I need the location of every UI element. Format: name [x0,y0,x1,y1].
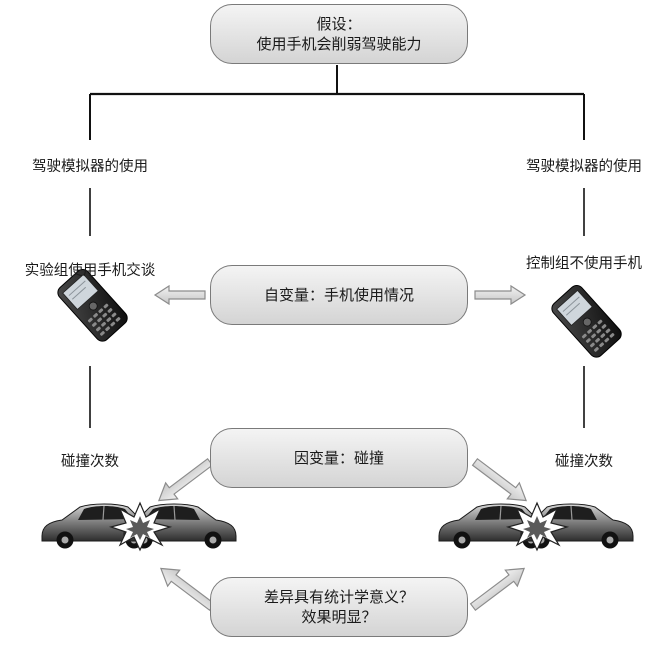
experimental-group-label: 实验组使用手机交谈 [24,263,156,279]
question-line-1: 差异具有统计学意义？ [263,588,414,606]
left-crash-count-label: 碰撞次数 [61,454,119,470]
significance-question-box: 差异具有统计学意义？ 效果明显？ [210,577,468,637]
independent-variable-text: 自变量：手机使用情况 [263,286,414,304]
arrow-right-to-control-group [474,285,526,305]
control-group-label: 控制组不使用手机 [526,256,642,272]
arrow-dv-to-left-crash [152,453,217,510]
hypothesis-title: 假设： [316,15,362,33]
arrow-dv-to-right-crash [468,453,533,510]
arrow-question-to-right-crash [466,559,531,616]
hypothesis-box: 假设： 使用手机会削弱驾驶能力 [210,4,468,64]
independent-variable-box: 自变量：手机使用情况 [210,265,468,325]
right-simulator-label: 驾驶模拟器的使用 [526,159,642,175]
car-crash-icon [439,503,633,550]
dependent-variable-text: 因变量：碰撞 [293,449,384,467]
right-crash-count-label: 碰撞次数 [555,454,613,470]
arrow-question-to-left-crash [154,559,219,616]
arrow-left-to-experimental-group [154,285,206,305]
left-simulator-label: 驾驶模拟器的使用 [32,159,148,175]
question-line-2: 效果明显？ [301,608,377,626]
mobile-phone-icon [548,282,625,361]
car-crash-icon [42,503,236,550]
hypothesis-text: 使用手机会削弱驾驶能力 [256,35,422,53]
dependent-variable-box: 因变量：碰撞 [210,428,468,488]
hypothesis-tree-lines [89,65,585,428]
